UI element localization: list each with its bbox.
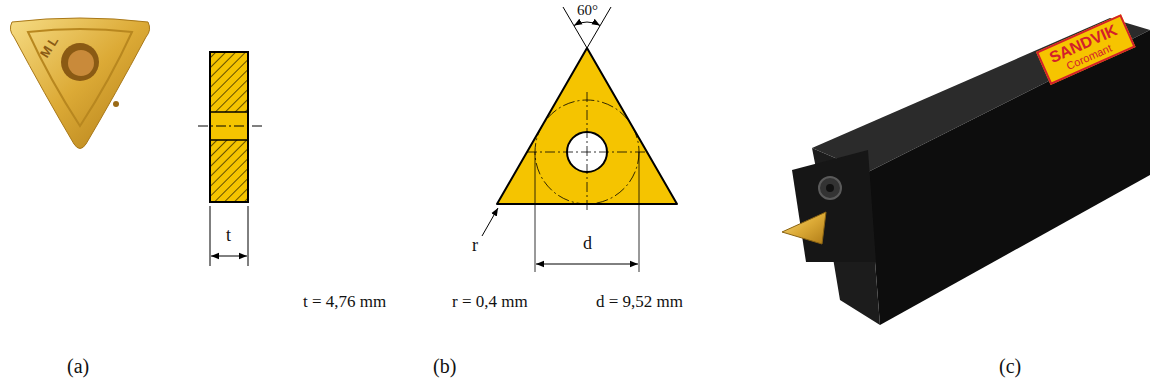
chip-breaker: [28, 29, 132, 126]
insert-hole-inner: [68, 50, 94, 76]
clamp-screw-center: [826, 184, 834, 192]
center-line: [198, 126, 262, 127]
side-view: [198, 52, 262, 266]
holder-side-face: [868, 30, 1150, 325]
dimension-value: t = 4,76 mm: [303, 293, 386, 312]
extension-line: [639, 152, 640, 272]
holder-head: [792, 150, 876, 262]
hole-edge: [210, 139, 248, 141]
center-line: [527, 152, 647, 153]
dimension-letter: d: [583, 234, 592, 254]
top-view: [482, 7, 677, 272]
extension-line: [248, 206, 249, 266]
subfigure-label: (c): [999, 355, 1021, 377]
dimension-letter: t: [226, 226, 231, 246]
insert-triangle: [497, 48, 677, 204]
insert-dot: [113, 101, 119, 107]
angle-label: 60°: [577, 2, 598, 19]
radius-leader: [482, 208, 498, 236]
dimension-line: [536, 264, 638, 265]
dimension-letter: r: [472, 236, 478, 256]
extension-line: [535, 152, 536, 272]
dimension-value: r = 0,4 mm: [452, 293, 528, 312]
subfigure-label: (b): [433, 355, 456, 377]
hole-edge: [210, 111, 248, 113]
holder-insert: [782, 212, 826, 244]
subfigure-label: (a): [67, 355, 89, 377]
insert-hole: [61, 43, 99, 81]
hatched-section: [210, 52, 248, 202]
angle-arc: [574, 22, 600, 25]
insert-photo: [10, 18, 149, 149]
clamp-screw: [819, 177, 841, 199]
dimension-line: [211, 256, 247, 257]
extension-line: [210, 206, 211, 266]
insert-body: [10, 18, 149, 149]
dimension-value: d = 9,52 mm: [596, 293, 683, 312]
